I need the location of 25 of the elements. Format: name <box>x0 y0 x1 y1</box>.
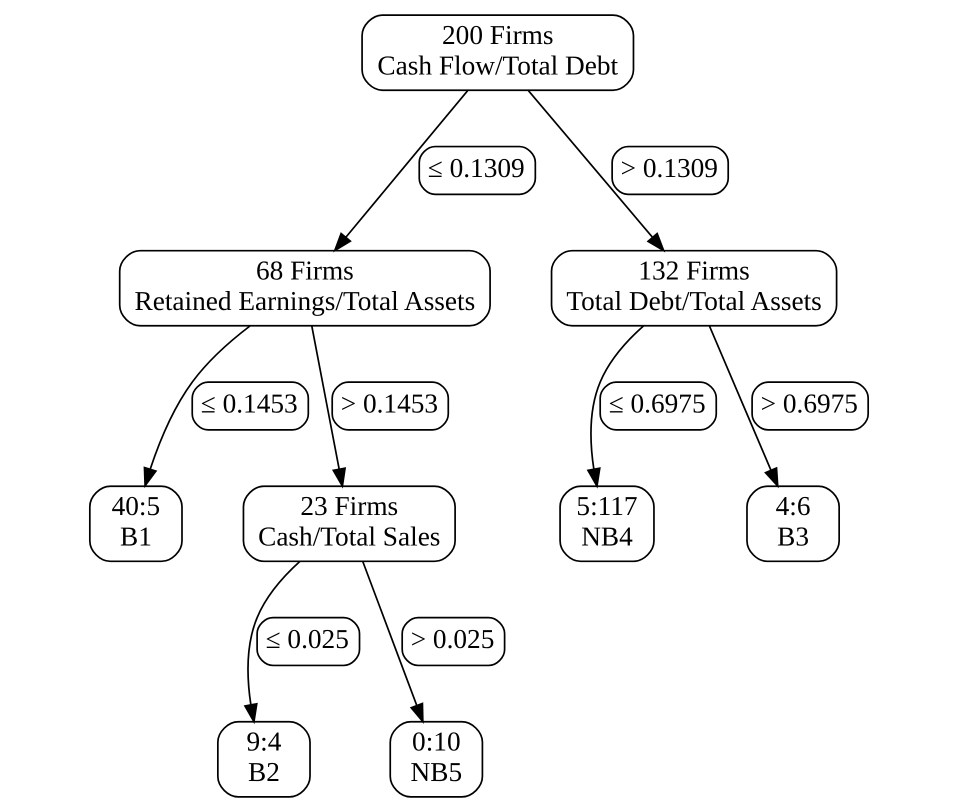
arrow <box>310 326 346 489</box>
edge-label: ≤ 0.1309 <box>427 152 524 183</box>
edge-label: > 0.1309 <box>620 152 718 183</box>
node-box: 4:6 B3 <box>746 485 840 562</box>
edge-label: > 0.1453 <box>340 388 438 418</box>
node-box: 40:5 B1 <box>88 485 182 562</box>
node-box: 200 Firms Cash Flow/Total Debt <box>360 14 634 92</box>
edge-label: ≤ 0.025 <box>265 624 348 654</box>
arrow <box>362 561 424 724</box>
edge-label: > 0.025 <box>410 624 494 654</box>
arrow <box>527 90 665 252</box>
node-box: 0:10 NB5 <box>388 720 483 798</box>
node-box: 68 Firms Retained Earnings/Total Assets <box>118 250 490 327</box>
edge-label: ≤ 0.1453 <box>200 388 298 418</box>
arrow <box>143 325 250 488</box>
node-box: 5:117 NB4 <box>558 485 654 562</box>
arrow <box>708 326 778 488</box>
node-box: 9:4 B2 <box>216 720 310 798</box>
arrow <box>332 90 468 252</box>
arrow <box>243 560 300 724</box>
arrow <box>586 325 644 489</box>
node-box: 132 Firms Total Debt/Total Assets <box>550 250 837 327</box>
node-box: 23 Firms Cash/Total Sales <box>242 485 456 562</box>
edge-label: ≤ 0.6975 <box>608 388 706 418</box>
edge-label: > 0.6975 <box>760 388 858 418</box>
